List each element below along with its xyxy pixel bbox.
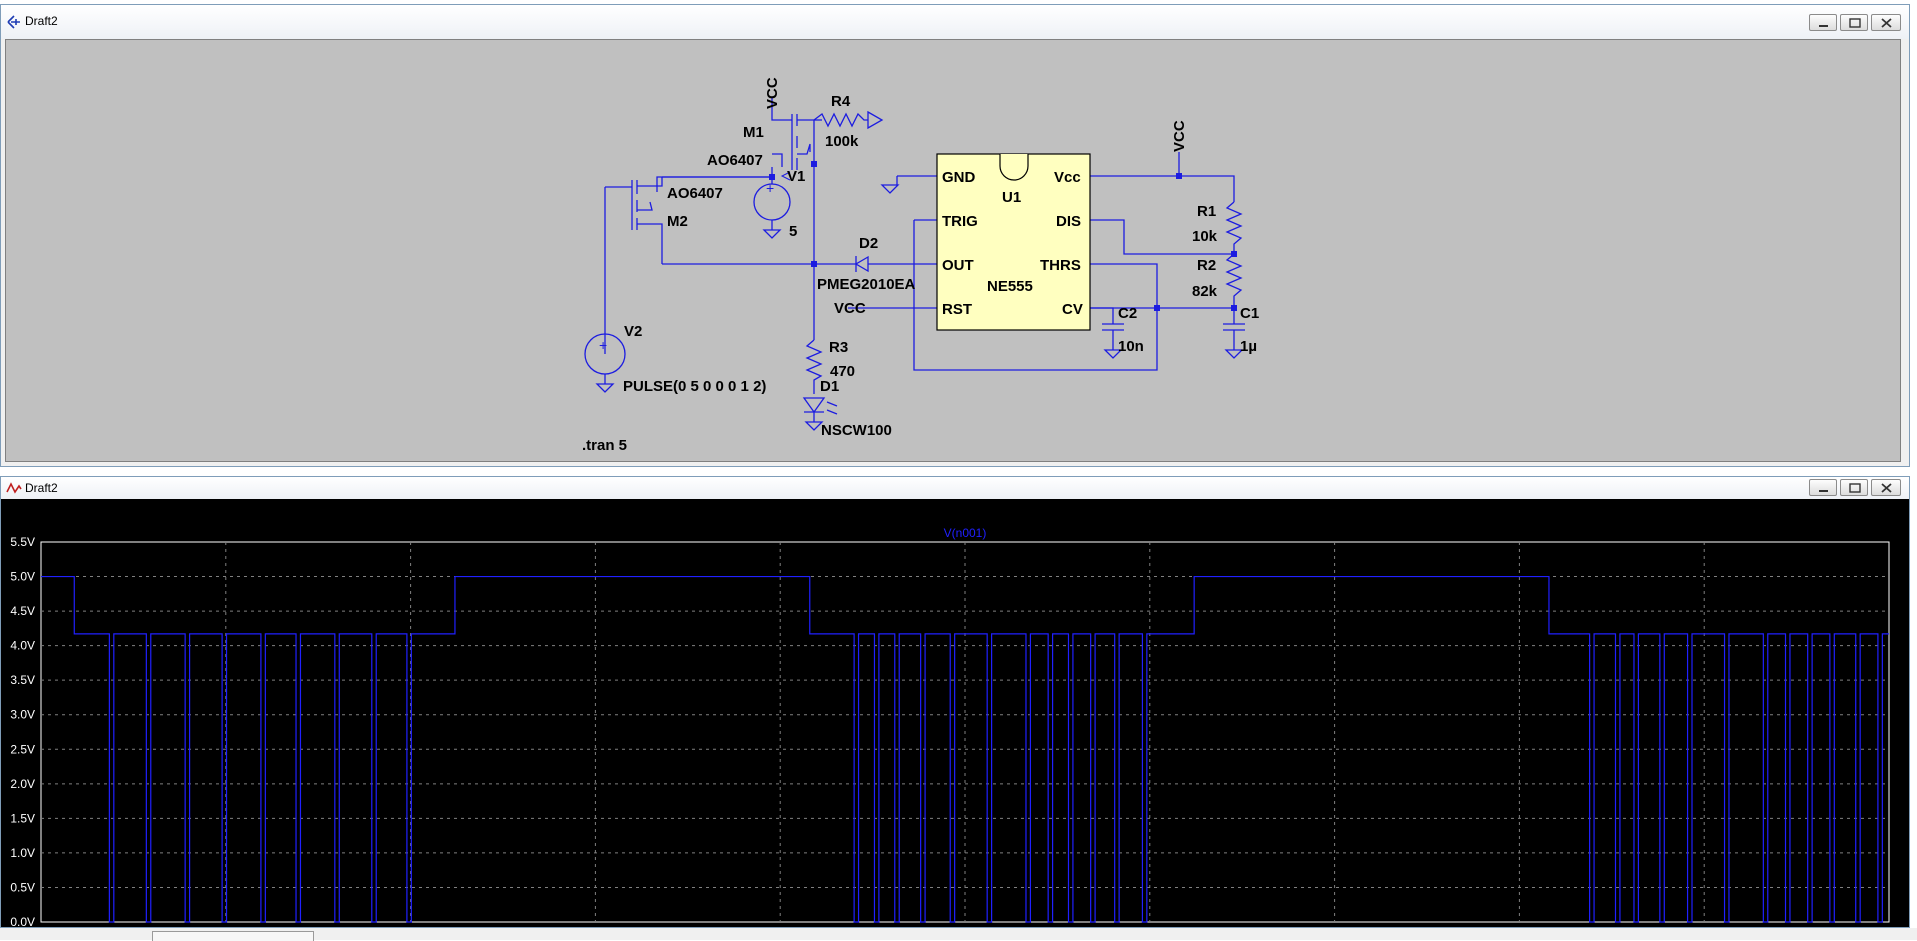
vcc-top-label: VCC — [764, 77, 781, 109]
v2-value: PULSE(0 5 0 0 0 1 2) — [623, 378, 766, 395]
r3-name: R3 — [829, 339, 848, 356]
m1-model: AO6407 — [707, 152, 763, 169]
ne555-body[interactable] — [936, 153, 1091, 331]
restore-button[interactable] — [1840, 14, 1868, 31]
r4-value: 100k — [825, 133, 859, 150]
r3-value: 470 — [830, 363, 855, 380]
v1-value: 5 — [789, 223, 797, 240]
trace-label[interactable]: V(n001) — [944, 526, 987, 540]
close-icon — [1881, 18, 1892, 28]
schematic-titlebar[interactable]: Draft2 — [1, 5, 1909, 39]
waveform-close-button[interactable] — [1871, 479, 1901, 496]
y-tick-label: 1.0V — [10, 846, 35, 860]
d1-model: NSCW100 — [821, 422, 892, 439]
waveform-restore-button[interactable] — [1840, 479, 1868, 496]
r4-name: R4 — [831, 93, 851, 110]
pin-cv: CV — [1062, 301, 1083, 318]
schematic-title: Draft2 — [25, 14, 58, 28]
y-tick-label: 0.0V — [10, 915, 35, 927]
ltspice-schematic-icon — [7, 15, 20, 29]
schematic-window: Draft2 — [0, 4, 1910, 467]
y-tick-label: 2.5V — [10, 742, 35, 756]
y-tick-label: 1.5V — [10, 811, 35, 825]
schematic-drawing[interactable]: VCC M1 AO6407 R4 100k V1 5 AO6407 M2 D2 … — [6, 40, 1902, 463]
tran-directive[interactable]: .tran 5 — [582, 437, 627, 454]
minimize-icon — [1819, 25, 1828, 27]
restore-icon — [1849, 18, 1861, 28]
m1-name: M1 — [743, 124, 764, 141]
v2-plus-sign: + — [599, 337, 607, 353]
pin-dis: DIS — [1056, 213, 1081, 230]
waveform-minimize-button[interactable] — [1809, 479, 1837, 496]
r1-value: 10k — [1192, 228, 1218, 245]
close-icon — [1881, 483, 1892, 493]
m2-name: M2 — [667, 213, 688, 230]
d2-model: PMEG2010EA — [817, 276, 916, 293]
waveform-plot[interactable]: V(n001)0.0s0.5s1.0s1.5s2.0s2.5s3.0s3.5s4… — [1, 499, 1909, 941]
c2-name: C2 — [1118, 305, 1137, 322]
y-tick-label: 5.5V — [10, 535, 35, 549]
m2-model: AO6407 — [667, 185, 723, 202]
c1-value: 1µ — [1240, 338, 1257, 355]
series-line-vn001[interactable] — [41, 575, 1889, 923]
y-tick-label: 3.0V — [10, 708, 35, 722]
close-button[interactable] — [1871, 14, 1901, 31]
taskbar-tab[interactable] — [152, 931, 314, 941]
v1-plus-sign: + — [766, 180, 774, 196]
d1-name: D1 — [820, 378, 839, 395]
c1-name: C1 — [1240, 305, 1259, 322]
waveform-titlebar[interactable]: Draft2 — [1, 477, 1909, 499]
pin-out: OUT — [942, 257, 974, 274]
minimize-button[interactable] — [1809, 14, 1837, 31]
vcc-rst-label: VCC — [834, 300, 866, 317]
y-tick-label: 4.5V — [10, 604, 35, 618]
r2-value: 82k — [1192, 283, 1218, 300]
y-tick-label: 5.0V — [10, 570, 35, 584]
y-tick-label: 3.5V — [10, 673, 35, 687]
d2-name: D2 — [859, 235, 878, 252]
y-tick-label: 4.0V — [10, 639, 35, 653]
pin-gnd: GND — [942, 169, 976, 186]
pin-thrs: THRS — [1040, 257, 1081, 274]
u1-name: U1 — [1002, 189, 1021, 206]
status-bar — [0, 928, 1917, 940]
u1-model: NE555 — [987, 278, 1033, 295]
pin-rst: RST — [942, 301, 972, 318]
y-tick-label: 0.5V — [10, 880, 35, 894]
v2-name: V2 — [624, 323, 642, 340]
y-tick-label: 2.0V — [10, 777, 35, 791]
r1-name: R1 — [1197, 203, 1216, 220]
c2-value: 10n — [1118, 338, 1144, 355]
waveform-canvas[interactable]: V(n001)0.0s0.5s1.0s1.5s2.0s2.5s3.0s3.5s4… — [1, 499, 1909, 941]
waveform-window: Draft2 V(n001)0.0s0.5s1.0s1.5s2.0s2.5s3.… — [0, 476, 1910, 941]
ltspice-waveform-icon — [6, 482, 22, 494]
v1-name: V1 — [787, 168, 805, 185]
pin-trig: TRIG — [942, 213, 978, 230]
pin-vcc: Vcc — [1054, 169, 1081, 186]
minimize-icon — [1819, 490, 1828, 492]
schematic-canvas[interactable]: VCC M1 AO6407 R4 100k V1 5 AO6407 M2 D2 … — [5, 39, 1901, 462]
vcc-right-label: VCC — [1171, 120, 1188, 152]
waveform-title: Draft2 — [25, 481, 58, 495]
r2-name: R2 — [1197, 257, 1216, 274]
restore-icon — [1849, 483, 1861, 493]
